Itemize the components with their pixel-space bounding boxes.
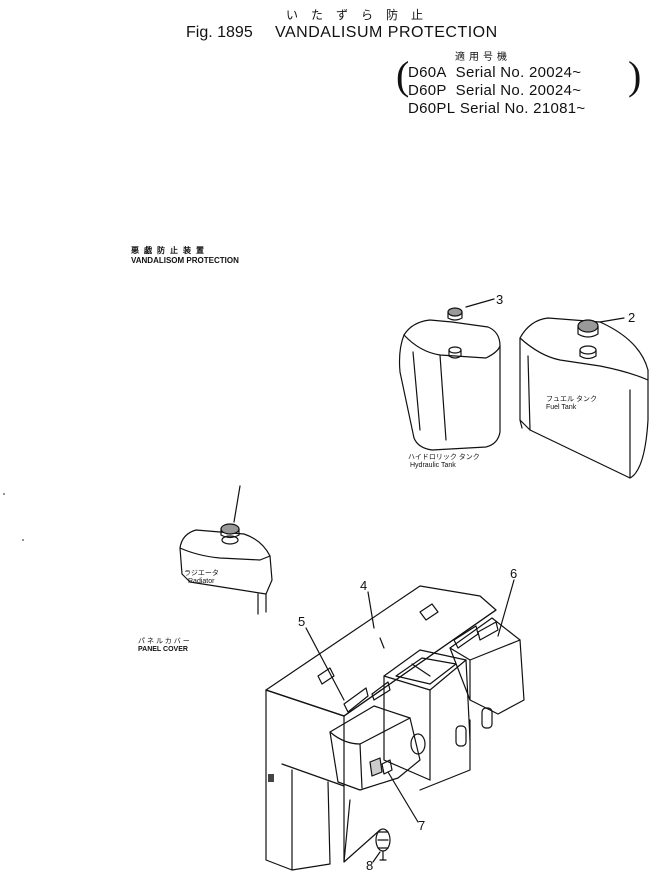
- hydraulic-tank-label-jp: ハイドロリック タンク: [408, 454, 480, 461]
- serial-row-d60p: D60P Serial No. 20024~: [408, 82, 581, 99]
- hydraulic-tank-drawing: [398, 298, 501, 451]
- hydraulic-tank-label: Hydraulic Tank: [410, 462, 456, 469]
- callout-5: 5: [298, 614, 306, 629]
- serial-model: D60A: [408, 64, 447, 81]
- serial-model: D60P: [408, 82, 447, 99]
- fuel-tank-label: Fuel Tank: [546, 404, 577, 411]
- applicable-models-label: 適用号機: [455, 52, 511, 63]
- japanese-title: いたずら防止: [286, 8, 437, 22]
- fuel-tank-label-jp: フュエル タンク: [546, 396, 597, 403]
- figure-number: Fig. 1895: [186, 24, 253, 41]
- serial-text: Serial No. 20024~: [455, 64, 582, 81]
- callout-2: 2: [628, 310, 636, 325]
- kit-label: VANDALISOM PROTECTION: [131, 256, 239, 265]
- radiator-label-jp: ラジエータ: [184, 570, 219, 577]
- page-title: VANDALISUM PROTECTION: [275, 24, 498, 41]
- kit-label-jp: 悪戯防止装置: [131, 246, 209, 255]
- serial-text: Serial No. 20024~: [455, 82, 582, 99]
- callout-4: 4: [360, 578, 368, 593]
- callout-7: 7: [418, 818, 426, 833]
- serial-model: D60PL: [408, 100, 456, 117]
- callout-3: 3: [496, 292, 504, 307]
- serial-row-d60pl: D60PL Serial No. 21081~: [408, 100, 585, 117]
- fuel-tank-drawing: [519, 317, 649, 479]
- radiator-drawing: [179, 485, 273, 615]
- serial-text: Serial No. 21081~: [459, 100, 586, 117]
- panel-cover-label-jp: パネルカバー: [138, 638, 192, 645]
- serial-row-d60a: D60A Serial No. 20024~: [408, 64, 581, 81]
- leader-lines: [305, 579, 515, 863]
- panel-cover-drawing: [265, 585, 525, 871]
- radiator-label: Radiator: [188, 578, 215, 585]
- right-paren: ): [628, 53, 642, 98]
- panel-cover-label: PANEL COVER: [138, 646, 188, 653]
- callout-6: 6: [510, 566, 518, 581]
- callout-8: 8: [366, 858, 374, 873]
- left-paren: (: [396, 53, 410, 98]
